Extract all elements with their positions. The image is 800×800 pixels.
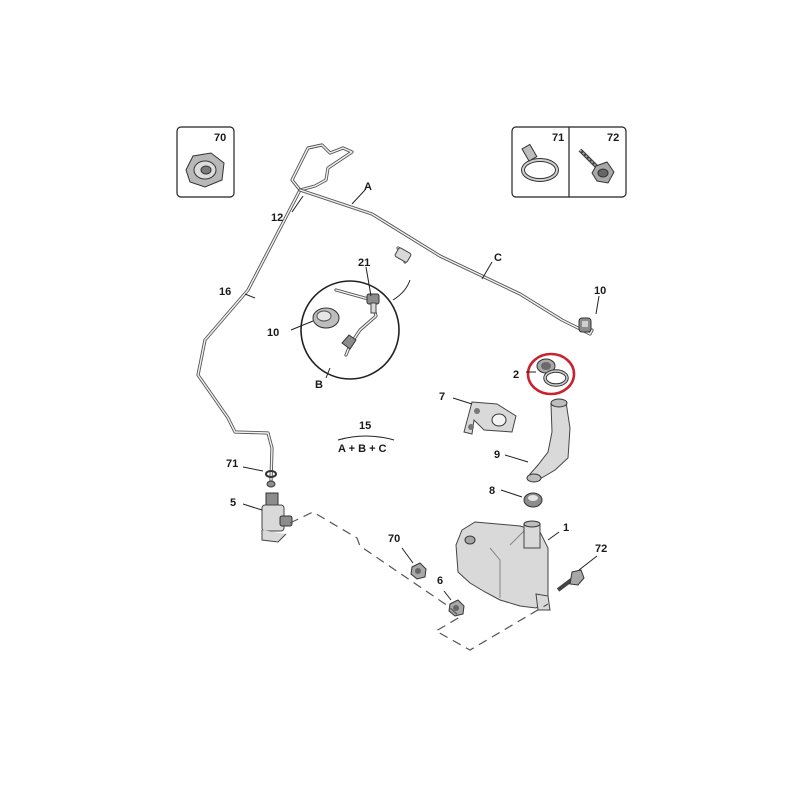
filler-neck-9: [526, 398, 571, 483]
kit-box-71-72[interactable]: 71 72: [511, 126, 627, 198]
kit-box-70[interactable]: 70: [176, 126, 235, 198]
label-15: 15: [359, 420, 371, 432]
bracket-7: [463, 401, 517, 435]
label-70: 70: [388, 533, 400, 545]
hose-loop-12: [290, 143, 354, 192]
label-8: 8: [489, 485, 495, 497]
label-16: 16: [219, 286, 231, 298]
kit-label-70: 70: [214, 132, 226, 144]
kit-label-72: 72: [607, 132, 619, 144]
label-5: 5: [230, 497, 236, 509]
reservoir-1: [455, 520, 551, 611]
hose-clamp-71: [265, 470, 277, 478]
label-C: C: [494, 252, 502, 264]
filler-cap-2[interactable]: [526, 352, 576, 396]
kit-label-71: 71: [552, 132, 564, 144]
label-9: 9: [494, 449, 500, 461]
label-1: 1: [563, 522, 569, 534]
label-12: 12: [271, 212, 283, 224]
label-6: 6: [437, 575, 443, 587]
nut-70: [410, 562, 427, 580]
flange-nut-icon: [185, 152, 225, 188]
washer-hose-16: [196, 188, 302, 482]
leader-lines: [242, 189, 600, 601]
label-7: 7: [439, 391, 445, 403]
grommet-8: [523, 492, 543, 508]
label-21: 21: [358, 257, 370, 269]
connector-icon: [394, 247, 412, 263]
label-10-left: 10: [267, 327, 279, 339]
detail-circle-b: [300, 279, 411, 380]
nut-6: [448, 599, 465, 617]
label-A: A: [364, 181, 372, 193]
bolt-72: [556, 569, 585, 592]
label-B: B: [315, 379, 323, 391]
screw-icon: [578, 148, 615, 184]
washer-nozzle-right: [578, 317, 592, 333]
pump-to-reservoir-dashed-line: [289, 511, 549, 651]
label-72: 72: [595, 543, 607, 555]
label-71: 71: [226, 458, 238, 470]
label-formula: A + B + C: [338, 443, 387, 455]
label-10-right: 10: [594, 285, 606, 297]
washer-pump-5: [261, 480, 293, 543]
hose-clamp-icon: [521, 143, 559, 182]
washer-nozzle-left: [312, 307, 340, 329]
t-connector-21: [366, 293, 380, 314]
formula-brace: [337, 435, 395, 441]
label-2: 2: [513, 369, 519, 381]
